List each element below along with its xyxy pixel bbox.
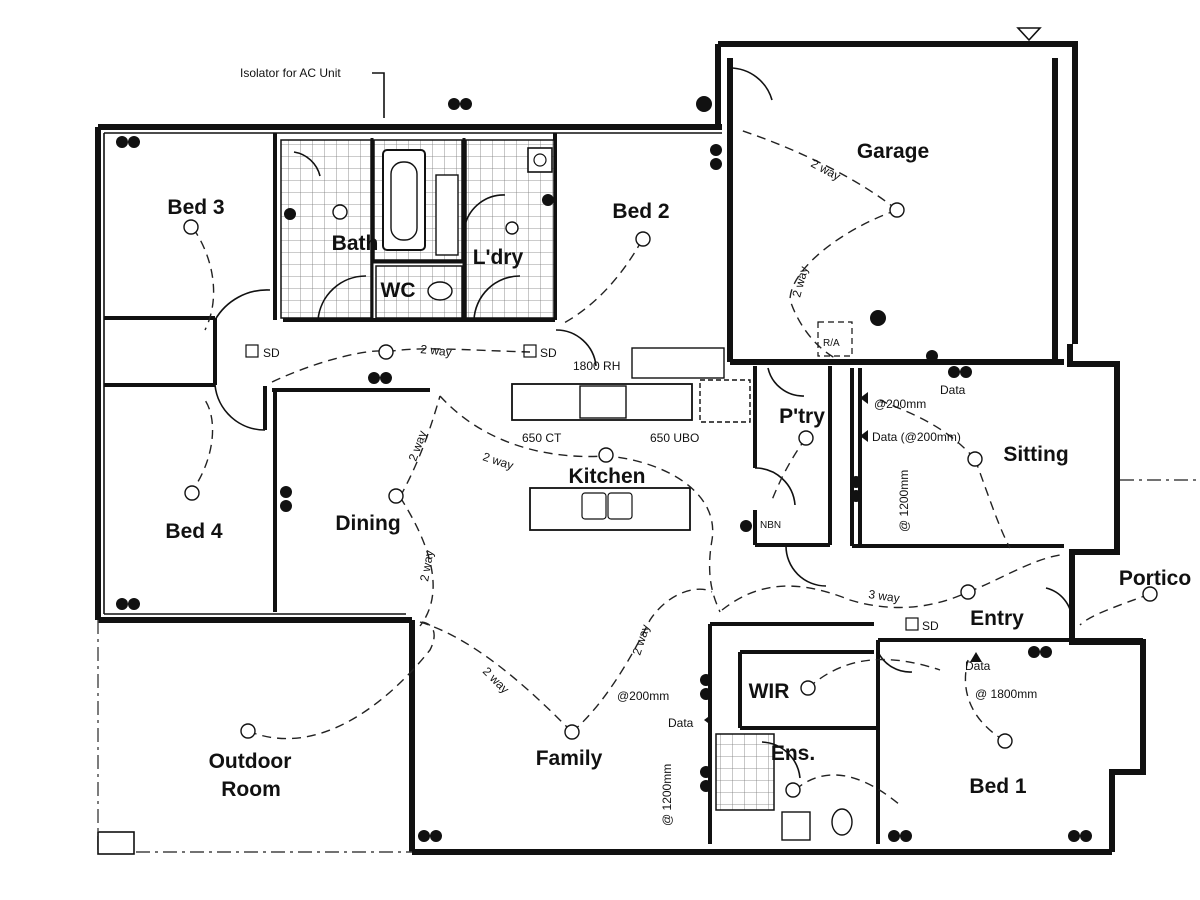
note-at200-sitting: @200mm [874, 397, 926, 411]
note-at1200-family: @ 1200mm [660, 764, 674, 826]
room-bed2: Bed 2 [612, 200, 669, 223]
note-2way-family-2: 2 way [630, 623, 653, 657]
note-ct: 650 CT [522, 431, 562, 445]
room-bed1: Bed 1 [969, 775, 1027, 798]
note-data-sitting: Data (@200mm) [872, 430, 961, 444]
room-sitting: Sitting [1003, 443, 1068, 466]
note-rh: 1800 RH [573, 359, 620, 373]
room-portico: Portico [1119, 567, 1191, 590]
north-triangle-icon [1016, 27, 1042, 42]
note-sd-3: SD [922, 619, 939, 633]
note-2way-family-1: 2 way [480, 664, 512, 696]
room-kitchen: Kitchen [568, 465, 645, 488]
note-nbn: NBN [760, 520, 781, 531]
power-points [116, 96, 1092, 842]
room-ensuite: Ens. [771, 742, 815, 765]
note-ubo: 650 UBO [650, 431, 699, 445]
note-2way-hall: 2 way [420, 342, 453, 359]
note-ra: R/A [823, 338, 840, 349]
room-bed3: Bed 3 [167, 196, 224, 219]
note-2way-kitchen: 2 way [481, 450, 515, 473]
annotations: Isolator for AC Unit R/A SD SD SD 1800 R… [240, 66, 1037, 826]
note-sd-2: SD [540, 346, 557, 360]
note-at200-family: @200mm [617, 689, 669, 703]
doors [214, 67, 1073, 779]
room-dining: Dining [335, 512, 400, 535]
note-at1200-sitting: @ 1200mm [897, 470, 911, 532]
note-data-garage: Data [940, 383, 966, 397]
note-data-family: Data [668, 716, 694, 730]
room-laundry: L'dry [473, 246, 524, 269]
room-pantry: P'try [779, 405, 825, 428]
note-at1800-entry: @ 1800mm [975, 687, 1037, 701]
light-points [183, 202, 1158, 798]
note-2way-dining-2: 2 way [417, 549, 436, 582]
note-3way-entry: 3 way [868, 587, 901, 605]
room-family: Family [536, 747, 603, 770]
data-sockets [704, 392, 982, 726]
note-sd-1: SD [263, 346, 280, 360]
walls [95, 41, 1200, 855]
room-wc: WC [381, 279, 416, 302]
room-garage: Garage [857, 140, 929, 163]
switching-lines [189, 129, 1151, 806]
note-data-entry: Data [965, 659, 991, 673]
room-outdoor-line2: Room [221, 778, 281, 801]
note-2way-dining: 2 way [406, 429, 430, 463]
room-entry: Entry [970, 607, 1024, 630]
room-labels: Bed 3 Bath WC L'dry Bed 2 Garage Bed 4 D… [165, 140, 1191, 801]
room-wir: WIR [749, 680, 790, 703]
note-isolator: Isolator for AC Unit [240, 66, 341, 80]
tiled-areas [97, 139, 853, 855]
room-bath: Bath [332, 232, 379, 255]
room-bed4: Bed 4 [165, 520, 223, 543]
room-outdoor-line1: Outdoor [209, 750, 292, 773]
note-2way-garage-2: 2 way [789, 265, 811, 299]
note-2way-garage-1: 2 way [809, 156, 843, 183]
